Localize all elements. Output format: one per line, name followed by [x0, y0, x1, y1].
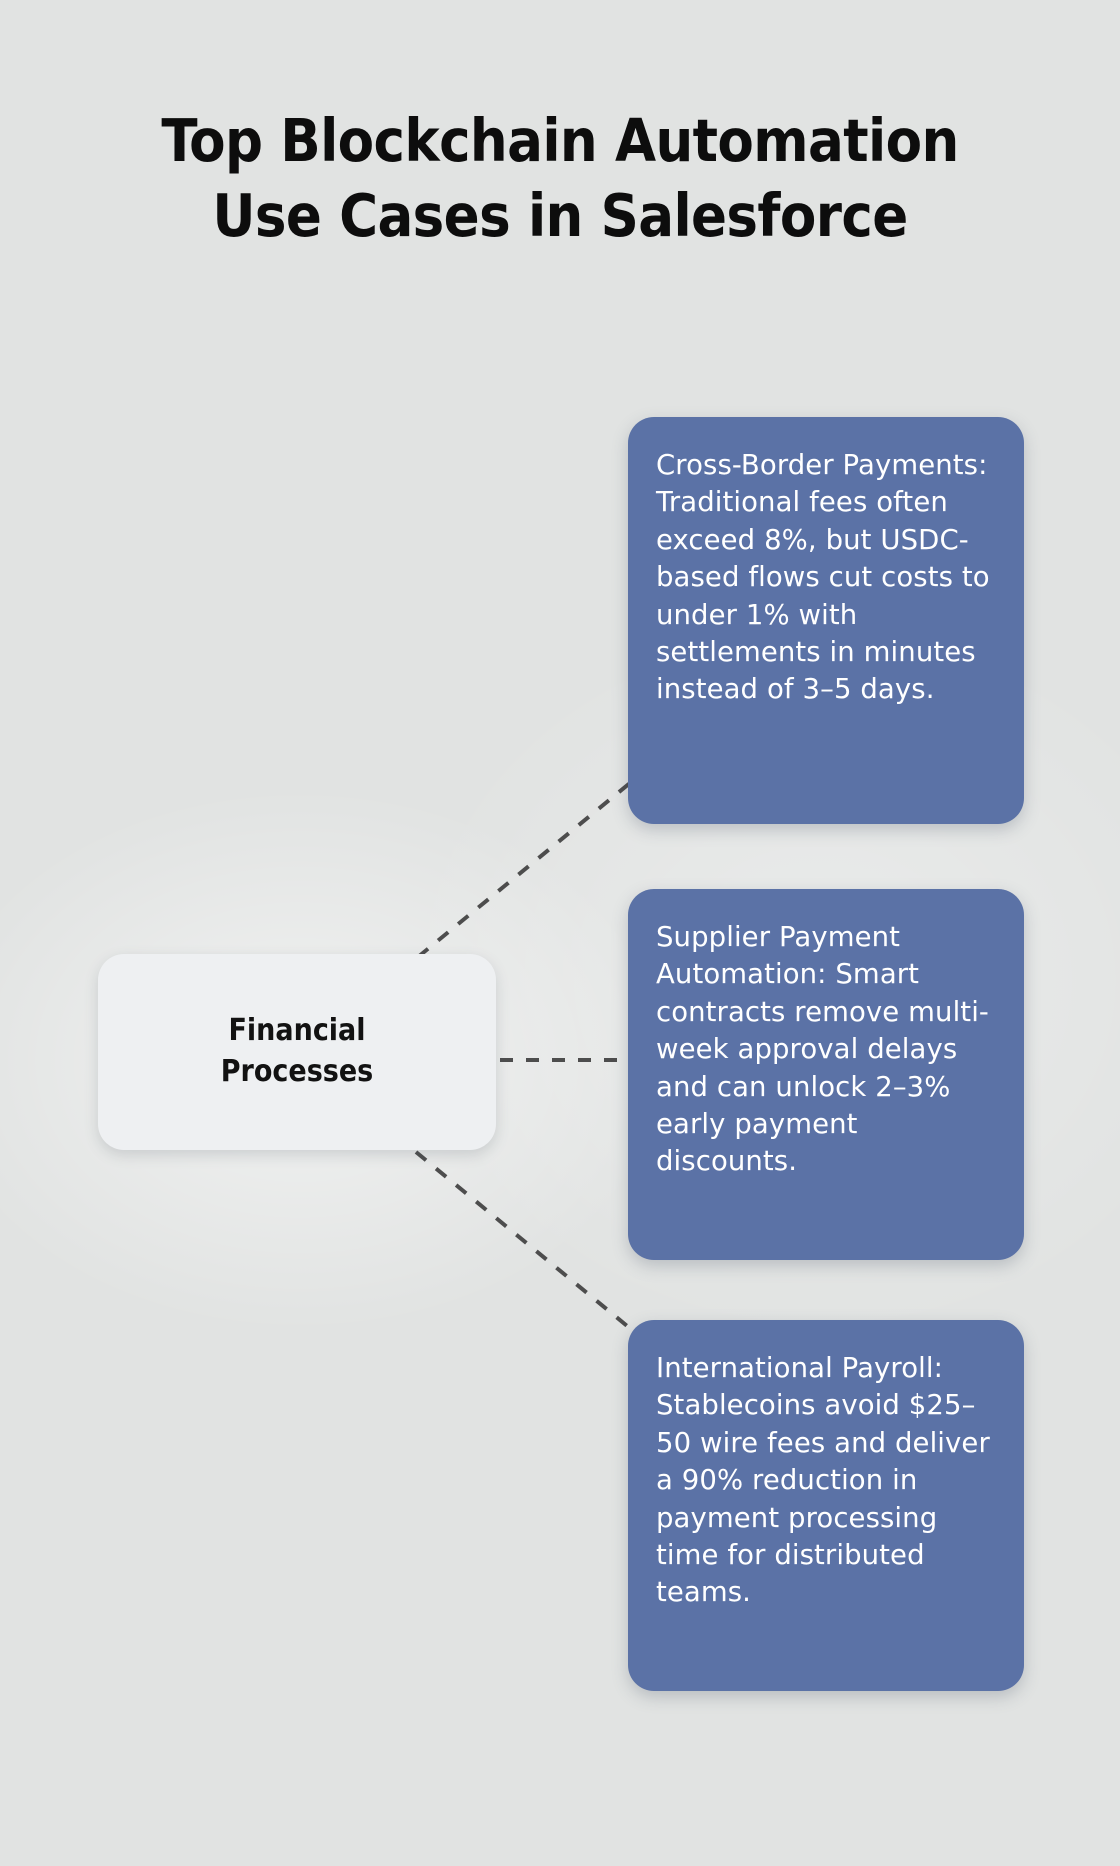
branch-card-text: Supplier Payment Automation: Smart contr… [656, 921, 989, 1178]
page-title: Top Blockchain Automation Use Cases in S… [0, 104, 1120, 254]
page-title-line-2: Use Cases in Salesforce [212, 180, 908, 250]
center-node[interactable]: Financial Processes [98, 954, 496, 1150]
page-title-line-1: Top Blockchain Automation [161, 106, 959, 175]
center-node-label: Financial Processes [220, 1013, 374, 1089]
branch-card-text: Cross-Border Payments: Traditional fees … [656, 449, 990, 706]
branch-card-international-payroll[interactable]: International Payroll: Stablecoins avoid… [628, 1320, 1024, 1691]
connector-line-bottom [414, 1150, 634, 1332]
branch-card-supplier-payment-automation[interactable]: Supplier Payment Automation: Smart contr… [628, 889, 1024, 1260]
connector-line-top [416, 781, 632, 959]
branch-card-cross-border-payments[interactable]: Cross-Border Payments: Traditional fees … [628, 417, 1024, 824]
branch-card-text: International Payroll: Stablecoins avoid… [656, 1352, 990, 1609]
